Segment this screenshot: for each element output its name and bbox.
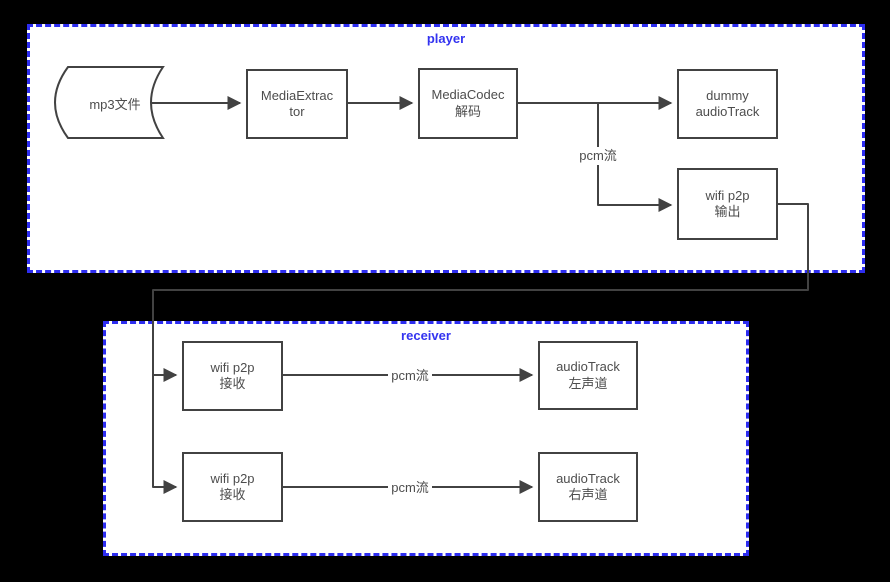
- player-panel-label: player: [426, 31, 466, 46]
- mp3-file-shape: [54, 66, 165, 139]
- edge-label-pcm-stream-player: pcm流: [576, 147, 620, 165]
- edge-label-pcm-stream-left: pcm流: [388, 367, 432, 385]
- edge-wifi-out-to-recv-2: [152, 203, 809, 494]
- node-dummy-audiotrack: dummy audioTrack: [677, 69, 778, 139]
- edge-label-pcm-stream-right: pcm流: [388, 479, 432, 497]
- receiver-panel-label: receiver: [401, 328, 451, 343]
- node-wifi-p2p-receive-1: wifi p2p 接收: [182, 341, 283, 411]
- node-wifi-p2p-output: wifi p2p 输出: [677, 168, 778, 240]
- edge-pcm-to-wifi-out: [597, 103, 673, 212]
- player-panel: player: [27, 24, 865, 273]
- node-media-extractor: MediaExtrac tor: [246, 69, 348, 139]
- node-wifi-p2p-receive-2: wifi p2p 接收: [182, 452, 283, 522]
- node-audiotrack-left-channel: audioTrack 左声道: [538, 341, 638, 410]
- node-media-codec-decode: MediaCodec 解码: [418, 68, 518, 139]
- node-mp3-file: mp3文件: [89, 96, 141, 112]
- node-audiotrack-right-channel: audioTrack 右声道: [538, 452, 638, 522]
